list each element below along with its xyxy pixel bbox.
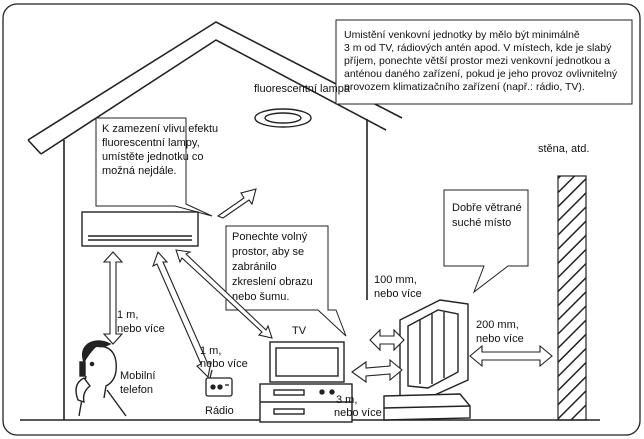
arrow-3m	[351, 358, 403, 384]
ventilation-note-line: suché místo	[452, 217, 511, 229]
fluorescent-note-line: umístěte jednotku co	[102, 151, 204, 163]
tv-label: TV	[292, 325, 307, 337]
fluorescent-note-line: fluorescentní lampy,	[102, 137, 200, 149]
fluorescent-note-line: K zamezení vlivu efektu	[102, 123, 218, 135]
dist-radio-label: nebo více	[200, 358, 248, 370]
radio-icon	[205, 369, 233, 397]
phone-label: Mobilní	[120, 370, 155, 382]
free-space-note-line: nebo šumu.	[232, 291, 289, 303]
arrow-100mm	[369, 328, 405, 352]
outer-frame	[2, 3, 641, 436]
dist-ceiling-label: 1 m,	[117, 309, 138, 321]
arrow-200mm	[469, 344, 553, 368]
arrow-1m-vertical	[102, 251, 124, 345]
placement-note-line: příjem, ponechte větší prostor mezi venk…	[344, 55, 610, 67]
placement-note-line: Umistění venkovní jednotky by mělo být m…	[344, 29, 580, 41]
dist-ceiling-label: nebo více	[117, 323, 165, 335]
wall-icon	[557, 175, 587, 421]
free-space-note-line: zabránilo	[232, 261, 277, 273]
fluorescent-note-line: možná nejdále.	[102, 165, 177, 177]
ventilation-note: Dobře větrané suché místo	[443, 189, 529, 294]
dist-100mm-label: nebo více	[374, 288, 422, 300]
arrow-unit-to-lamp	[216, 188, 257, 219]
fluorescent-lamp-icon	[254, 108, 312, 128]
dist-200mm-label: 200 mm,	[476, 319, 519, 331]
dist-3m-label: 3 m,	[336, 394, 357, 406]
ventilation-note-line: Dobře větrané	[452, 202, 522, 214]
placement-note-line: 3 m od TV, rádiových antén apod. V míste…	[344, 42, 612, 54]
dist-radio-label: 1 m,	[200, 345, 221, 357]
dist-3m-label: nebo více	[334, 407, 382, 419]
dist-100mm-label: 100 mm,	[374, 274, 417, 286]
arrow-unit-to-radio	[152, 250, 212, 379]
placement-note: Umistění venkovní jednotky by mělo být m…	[335, 19, 633, 105]
mobile-phone-person-icon	[75, 340, 127, 417]
placement-note-line: provozem klimatizačního zařízení (např.:…	[344, 81, 585, 93]
fluorescent-note: K zamezení vlivu efektu fluorescentní la…	[95, 117, 218, 217]
free-space-note: Ponechte volný prostor, aby se zabránilo…	[225, 225, 347, 337]
indoor-unit-icon	[81, 211, 199, 247]
free-space-note-line: zkreslení obrazu	[232, 276, 313, 288]
arrow-unit-to-tv	[175, 249, 273, 339]
placement-note-line: anténou daného zařízení, pokud je jeho p…	[344, 68, 618, 80]
outdoor-unit-icon	[383, 299, 471, 421]
tv-icon	[259, 341, 353, 423]
free-space-note-line: prostor, aby se	[232, 246, 304, 258]
lamp-label: fluorescentní lampa	[254, 83, 351, 95]
free-space-note-line: Ponechte volný	[232, 231, 308, 243]
radio-label: Rádio	[205, 405, 234, 417]
phone-label: telefon	[120, 384, 153, 396]
wall-label: stěna, atd.	[538, 143, 589, 155]
dist-200mm-label: nebo více	[476, 333, 524, 345]
